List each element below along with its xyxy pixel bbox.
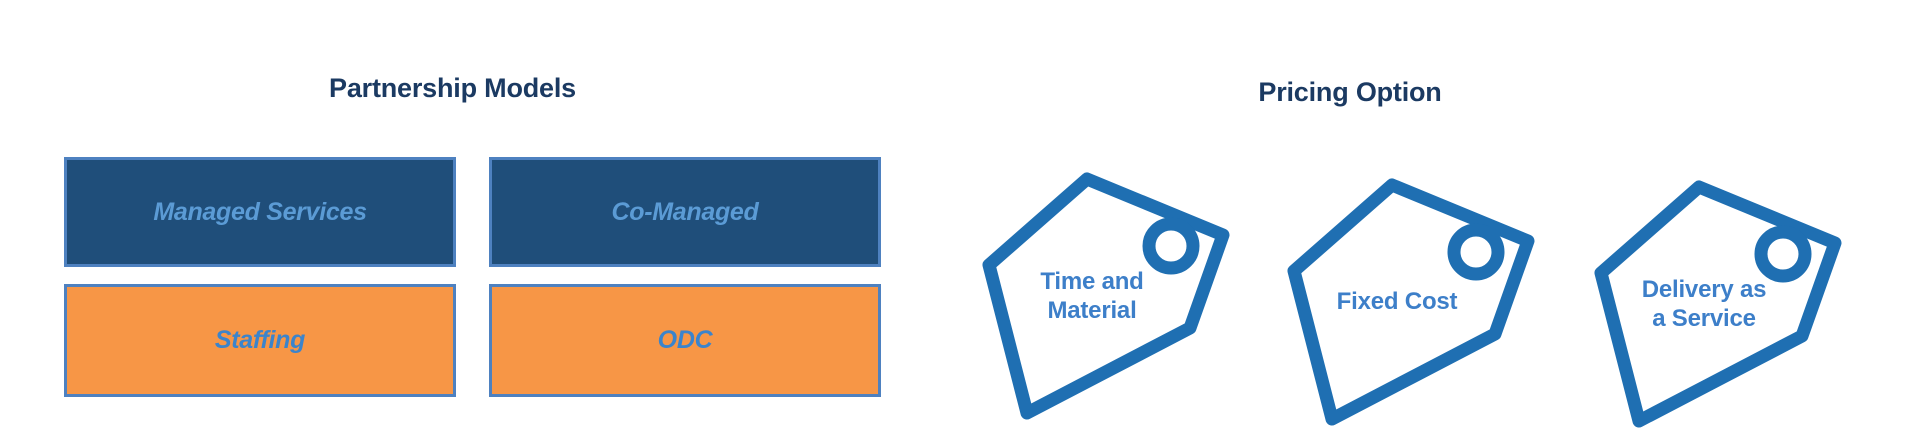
pricing-option-tags: Time and Material Fixed Cost Delivery as… <box>975 165 1895 433</box>
pricing-tag-label: Delivery as a Service <box>1609 173 1799 435</box>
partnership-models-title: Partnership Models <box>329 73 576 103</box>
pricing-tag-label-line2: a Service <box>1652 305 1756 332</box>
model-box-co-managed[interactable]: Co-Managed <box>489 157 881 267</box>
model-box-odc[interactable]: ODC <box>489 284 881 397</box>
pricing-tag-label: Fixed Cost <box>1302 171 1492 433</box>
model-box-staffing[interactable]: Staffing <box>64 284 456 397</box>
price-tag-icon <box>1594 180 1842 428</box>
model-box-label: Co-Managed <box>611 197 759 226</box>
model-box-managed-services[interactable]: Managed Services <box>64 157 456 267</box>
pricing-tag-label-line1: Delivery as <box>1641 275 1767 303</box>
price-tag-icon <box>982 172 1230 420</box>
pricing-tag-label-line1: Fixed Cost <box>1336 288 1458 316</box>
pricing-tag-label-line2: Material <box>1047 297 1137 324</box>
pricing-tag-label: Time and Material <box>997 165 1187 427</box>
pricing-tag-time-and-material[interactable]: Time and Material <box>975 165 1243 427</box>
partnership-models-grid: Managed Services Co-Managed Staffing ODC <box>64 157 881 399</box>
model-box-label: Managed Services <box>153 197 367 226</box>
pricing-tag-label-line1: Time and <box>1040 267 1144 295</box>
pricing-tag-delivery-as-a-service[interactable]: Delivery as a Service <box>1587 173 1855 435</box>
pricing-tag-fixed-cost[interactable]: Fixed Cost <box>1280 171 1548 433</box>
price-tag-icon <box>1287 178 1535 426</box>
model-box-label: Staffing <box>214 326 306 354</box>
model-box-label: ODC <box>657 326 713 354</box>
pricing-option-title: Pricing Option <box>1258 77 1442 107</box>
